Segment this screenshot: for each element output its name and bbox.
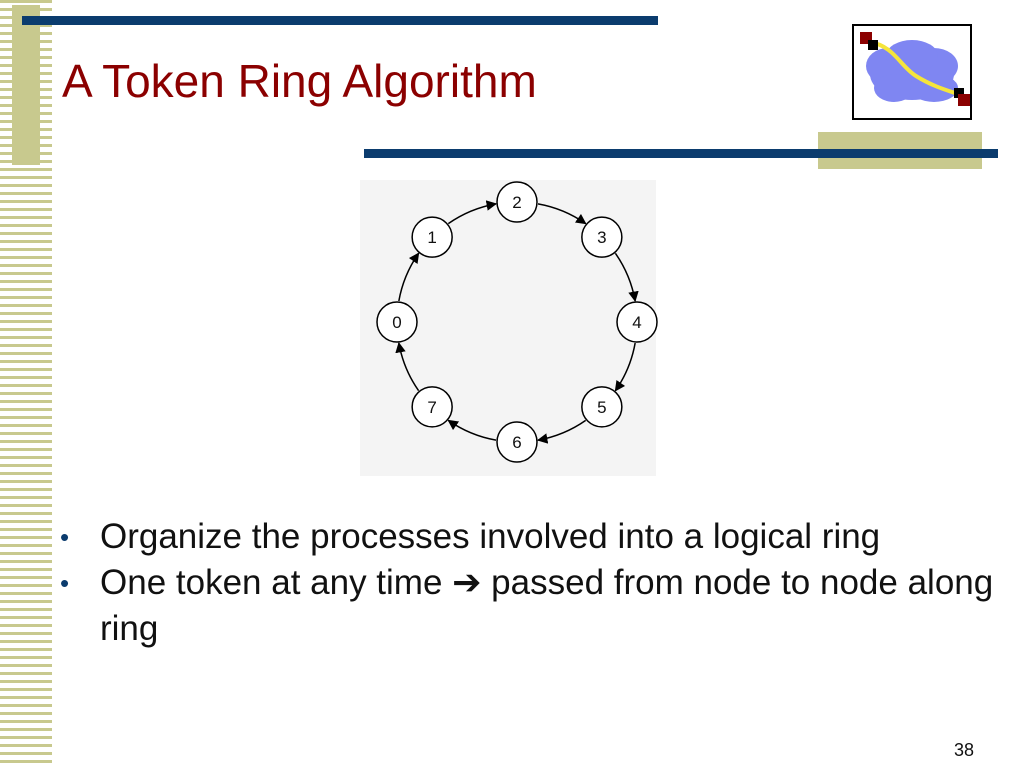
ring-node-6 [496, 421, 538, 463]
left-decorative-block [12, 5, 40, 165]
bullet-list: • Organize the processes involved into a… [60, 514, 1010, 652]
ring-arrow-7-to-0 [395, 341, 420, 392]
ring-arrow-0-to-1 [398, 252, 420, 302]
ring-node-label-0: 0 [392, 313, 401, 332]
bullet-text: Organize the processes involved into a l… [100, 517, 881, 556]
ring-arrow-2-to-3 [537, 203, 587, 225]
ring-arrow-4-to-5 [614, 342, 636, 392]
ring-node-label-5: 5 [597, 398, 606, 417]
ring-node-7 [411, 386, 453, 428]
ring-arrow-6-to-7 [447, 419, 497, 441]
bullet-item: • Organize the processes involved into a… [60, 514, 1010, 560]
ring-node-label-3: 3 [597, 228, 606, 247]
ring-node-4 [616, 301, 658, 343]
ring-node-label-2: 2 [512, 193, 521, 212]
ring-node-label-4: 4 [632, 313, 641, 332]
ring-node-label-6: 6 [512, 433, 521, 452]
bullet-text: One token at any time ➔ passed from node… [100, 563, 994, 648]
ring-node-label-7: 7 [427, 398, 436, 417]
slide-title: A Token Ring Algorithm [62, 55, 537, 107]
ring-node-5 [581, 386, 623, 428]
mid-accent-bar [364, 149, 998, 158]
ring-node-3 [581, 216, 623, 258]
top-accent-bar [22, 16, 658, 25]
ring-node-2 [496, 181, 538, 223]
ring-arrow-5-to-6 [536, 419, 587, 444]
bullet-dot-icon: • [60, 568, 70, 598]
ring-node-label-1: 1 [427, 228, 436, 247]
ring-arrow-3-to-4 [614, 252, 639, 303]
page-number: 38 [953, 740, 974, 760]
ring-node-1 [411, 216, 453, 258]
ring-node-0 [376, 301, 418, 343]
bullet-item: • One token at any time ➔ passed from no… [60, 560, 1010, 652]
ring-arrow-1-to-2 [447, 200, 498, 225]
network-cloud-icon [852, 24, 972, 120]
bullet-dot-icon: • [60, 522, 70, 552]
